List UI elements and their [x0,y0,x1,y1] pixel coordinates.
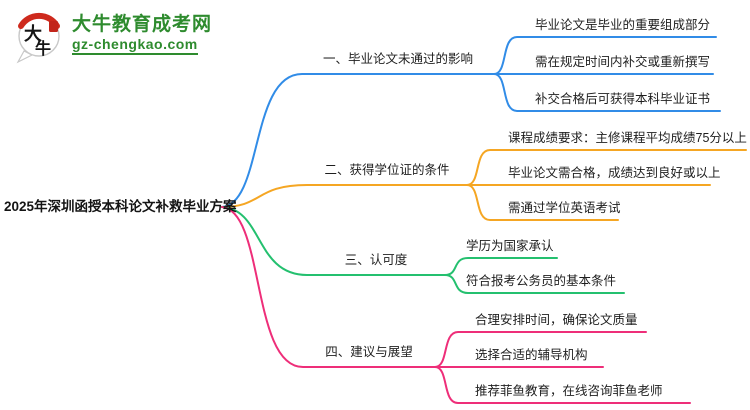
leaf-node-4-2: 选择合适的辅导机构 [475,348,588,362]
leaf-node-2-2: 毕业论文需合格，成绩达到良好或以上 [508,166,721,180]
branch-3-connector-child-1 [444,257,558,276]
root-topic: 2025年深圳函授本科论文补救毕业方案 [4,199,237,214]
leaf-node-2-3: 需通过学位英语考试 [508,201,621,215]
leaf-node-3-1: 学历为国家承认 [466,239,554,253]
branch-4-connector-child-1 [434,331,647,368]
red-seal-stamp [49,21,58,32]
brand-url: gz-chengkao.com [72,36,198,55]
branch-3-connector-child-2 [444,274,625,294]
site-logo: 大 牛 大牛教育成考网 gz-chengkao.com [13,9,212,65]
brand-name: 大牛教育成考网 [72,14,213,35]
logo-char-da: 大 [24,23,42,44]
leaf-node-4-1: 合理安排时间，确保论文质量 [475,313,638,327]
branch-1-trunk-line [221,73,495,208]
branch-2-label: 二、获得学位证的条件 [324,163,450,177]
leaf-node-1-3: 补交合格后可获得本科毕业证书 [535,92,711,106]
branch-3-lines [221,206,625,294]
leaf-node-2-1: 课程成绩要求：主修课程平均成绩75分以上 [508,131,747,145]
branch-4-label: 四、建议与展望 [325,345,413,359]
leaf-node-3-2: 符合报考公务员的基本条件 [466,274,617,288]
leaf-node-4-3: 推荐菲鱼教育，在线咨询菲鱼老师 [475,384,663,398]
branch-3-trunk-line [221,206,446,276]
branch-1-connector-child-3 [493,73,721,112]
leaf-node-1-1: 毕业论文是毕业的重要组成部分 [535,18,711,32]
branch-2-connector-child-1 [466,149,747,186]
logo-char-niu: 牛 [35,39,51,58]
branch-4-lines [221,206,691,404]
branch-2-trunk-line [221,184,468,208]
branch-3-label: 三、认可度 [344,253,408,267]
branch-4-trunk-line [221,206,436,368]
branch-1-label: 一、毕业论文未通过的影响 [322,52,473,66]
logo-bull-icon: 大 牛 [16,12,60,64]
branch-1-connector-child-1 [493,36,717,75]
branch-4-connector-child-3 [434,366,691,404]
branch-2-lines [221,149,747,221]
brand-text-block: 大牛教育成考网 gz-chengkao.com [72,9,212,55]
branch-1-lines [221,36,721,208]
leaf-node-1-2: 需在规定时间内补交或重新撰写 [535,55,711,69]
branch-2-connector-child-3 [466,184,619,221]
